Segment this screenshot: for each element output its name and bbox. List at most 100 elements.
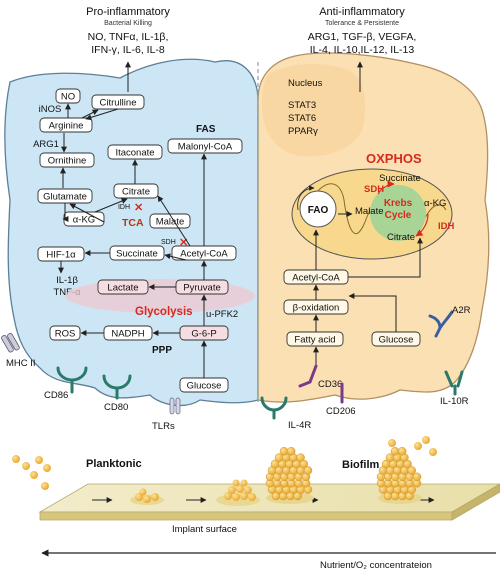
nucleus-label: Nucleus (288, 78, 323, 89)
inos-label: iNOS (39, 104, 62, 115)
tca-label: TCA (122, 217, 144, 229)
right-pathway-arrows (313, 211, 423, 365)
akg-right-label: α-KG (424, 198, 446, 209)
ros-label: ROS (55, 329, 76, 340)
tlrs-label: TLRs (152, 421, 175, 432)
cd36-label: CD36 (318, 379, 342, 390)
malate-right-label: Malate (355, 206, 384, 217)
lactate-label: Lactate (107, 283, 138, 294)
arginine-label: Arginine (49, 121, 84, 132)
pro-inflammatory-subtitle: Bacterial Killing (104, 20, 152, 27)
left-pathway-arrows (58, 103, 207, 378)
krebs-label: Krebs (384, 198, 413, 209)
stat3-label: STAT3 (288, 100, 316, 111)
cd80-label: CD80 (104, 402, 128, 413)
gradient-label: Nutrient/O₂ concentrateion (320, 560, 432, 571)
fao-cycle-arrow (297, 185, 315, 211)
akg-label: α-KG (73, 215, 95, 226)
idh-left-label: IDH (118, 204, 130, 211)
malate-label: Malate (156, 217, 185, 228)
glutamate-label: Glutamate (43, 192, 87, 203)
cd86-receptor-icon (56, 366, 88, 394)
sdh-left-label: SDH (161, 239, 176, 246)
ornithine-box (39, 152, 95, 168)
tlrs-receptor-icon (169, 397, 181, 415)
anti-cytokines-line2: IL-4, IL-10,IL-12, IL-13 (310, 44, 415, 56)
oxphos-label: OXPHOS (366, 151, 422, 166)
il10r-receptor-icon (444, 370, 464, 396)
succinate-label: Succinate (116, 249, 158, 260)
planktonic-bacteria (12, 455, 51, 490)
citrate-box (113, 183, 159, 199)
ppar-label: PPARγ (288, 126, 318, 137)
krebs-circle (370, 185, 426, 241)
glucose-right-label: Glucose (379, 335, 414, 346)
anti-inflammatory-subtitle: Tolerance & Persistente (325, 20, 399, 27)
ros-box (49, 325, 81, 341)
sdh-right-label: SDH (364, 184, 384, 195)
anti-cytokines-line1: ARG1, TGF-β, VEGFA, (308, 31, 417, 43)
citrate-right-label: Citrate (387, 232, 415, 243)
cycle-label: Cycle (385, 210, 412, 221)
ornithine-label: Ornithine (48, 156, 87, 167)
pro-inflammatory-title: Pro-inflammatory (86, 6, 170, 18)
hif-label: HIF-1α (46, 250, 76, 261)
il10r-label: IL-10R (440, 396, 469, 407)
acetyl-coa-right-label: Acetyl-CoA (292, 273, 340, 284)
attached-bacteria (130, 488, 164, 505)
citrulline-label: Citrulline (100, 98, 137, 109)
planktonic-label: Planktonic (86, 458, 142, 470)
il4r-label: IL-4R (288, 420, 311, 431)
no-box (55, 88, 81, 104)
mhc2-receptor-icon (1, 333, 20, 353)
nucleus (262, 64, 366, 157)
sdh-arrow (377, 180, 395, 195)
fatty-acid-label: Fatty acid (294, 335, 335, 346)
a2r-receptor-icon (428, 310, 454, 338)
idh-inhibited-cross-icon: ✕ (134, 202, 143, 214)
lactate-box (97, 279, 149, 295)
biofilm-dispersing (376, 436, 437, 504)
citrate-label: Citrate (122, 187, 150, 198)
arginine-box (39, 117, 93, 133)
ppp-label: PPP (152, 345, 172, 356)
cd206-label: CD206 (326, 406, 356, 417)
itaconate-label: Itaconate (115, 148, 154, 159)
idh-arrow (415, 213, 429, 237)
stat6-label: STAT6 (288, 113, 316, 124)
glycolysis-label: Glycolysis (135, 306, 193, 318)
malonyl-coa-label: Malonyl-CoA (178, 142, 233, 153)
il4r-receptor-icon (260, 396, 288, 420)
sdh-inhibited-cross-icon: ✕ (179, 237, 188, 249)
a2r-label: A2R (452, 305, 471, 316)
cd36-receptor-icon (298, 364, 318, 388)
idh-right-label: IDH (438, 221, 455, 232)
biofilm-mature (265, 447, 314, 504)
cd86-label: CD86 (44, 390, 68, 401)
mhc2-label: MHC II (6, 358, 36, 369)
pro-cytokines-line2: IFN-γ, IL-6, IL-8 (91, 44, 165, 56)
fatty-acid-box (286, 331, 344, 347)
implant-surface-label: Implant surface (172, 524, 237, 535)
fao-label: FAO (308, 205, 329, 216)
microcolony (216, 479, 260, 506)
anti-inflammatory-title: Anti-inflammatory (319, 6, 405, 18)
acetyl-coa-left-label: Acetyl-CoA (180, 249, 228, 260)
g6p-label: G-6-P (191, 329, 216, 340)
il1b-label: IL-1β (56, 275, 78, 286)
fas-label: FAS (196, 124, 216, 135)
cd80-receptor-icon (102, 374, 132, 400)
no-label: NO (61, 92, 75, 103)
itaconate-box (107, 144, 163, 160)
pyruvate-label: Pyruvate (183, 283, 221, 294)
beta-oxidation-label: β-oxidation (293, 303, 340, 314)
malonyl-coa-box (167, 138, 243, 154)
nadph-label: NADPH (111, 329, 144, 340)
succinate-right-label: Succinate (379, 173, 421, 184)
u-pfk2-label: u-PFK2 (206, 309, 238, 320)
arg1-label: ARG1 (33, 139, 59, 150)
biofilm-label: Biofilm (342, 459, 379, 471)
glucose-left-label: Glucose (187, 381, 222, 392)
fao-circle (299, 190, 337, 228)
